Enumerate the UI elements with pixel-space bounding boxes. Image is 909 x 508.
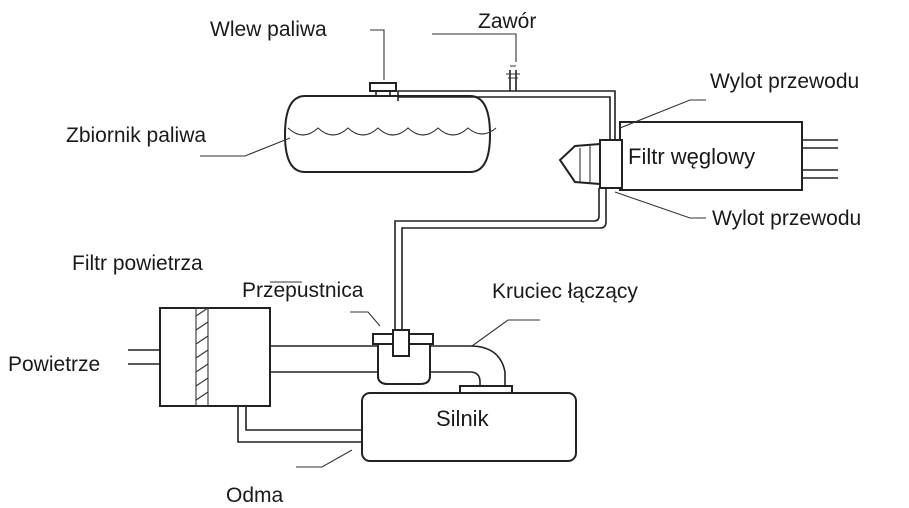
vapor-line-top: [397, 90, 616, 140]
label-engine: Silnik: [436, 406, 490, 431]
air-filter: [128, 307, 271, 407]
label-valve: Zawór: [478, 10, 536, 33]
breather-line: [237, 406, 362, 443]
fuel-tank: [283, 82, 497, 173]
label-throttle: Przepustnica: [242, 279, 364, 302]
intake-duct: [270, 345, 378, 373]
connector: [430, 345, 513, 395]
label-carbon-filter: Filtr węglowy: [628, 144, 755, 169]
label-fuel-inlet: Wlew paliwa: [210, 18, 327, 41]
valve: [506, 65, 520, 91]
label-outlet-top: Wylot przewodu: [710, 70, 859, 93]
carbon-filter: [558, 121, 838, 191]
leader-lines: [200, 29, 706, 468]
label-breather: Odma: [226, 484, 284, 507]
vapor-line-purge: [394, 188, 607, 350]
throttle: [372, 329, 434, 385]
engine: [361, 392, 577, 462]
label-fuel-tank: Zbiornik paliwa: [66, 124, 206, 147]
label-air: Powietrze: [8, 353, 100, 376]
label-outlet-bottom: Wylot przewodu: [712, 207, 861, 230]
label-air-filter: Filtr powietrza: [72, 252, 203, 275]
label-connector: Kruciec łączący: [492, 280, 638, 303]
